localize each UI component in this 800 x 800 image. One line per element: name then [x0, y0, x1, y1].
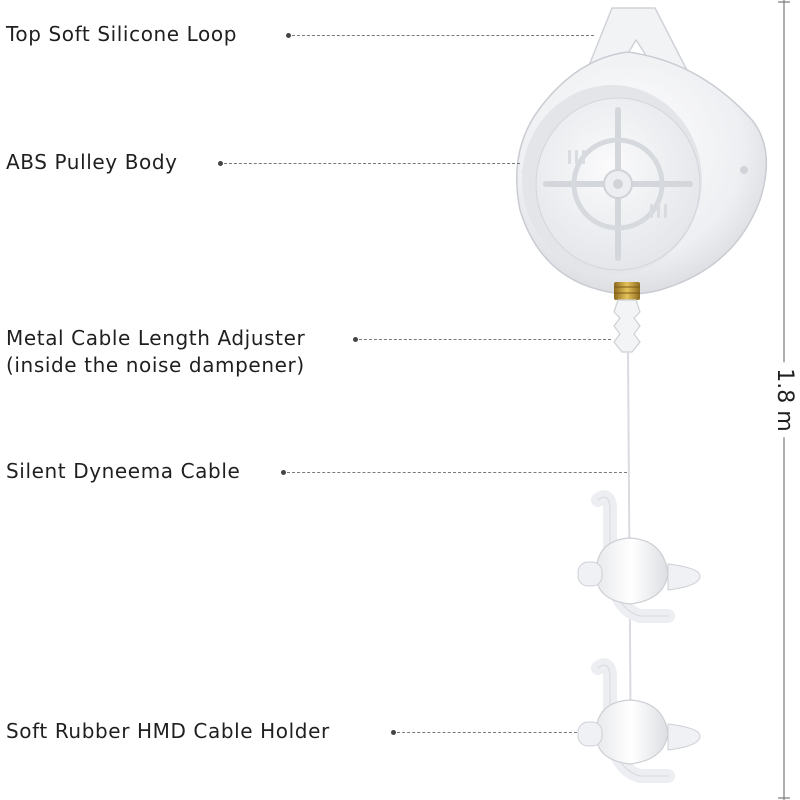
callout-dot-body	[218, 161, 223, 166]
callout-dot-adjuster	[353, 337, 358, 342]
leader-line-holder	[397, 732, 577, 733]
callout-dot-loop	[286, 33, 291, 38]
callout-cable-adjuster: Metal Cable Length Adjuster	[6, 326, 306, 350]
callout-dot-holder	[391, 730, 396, 735]
callout-silicone-loop: Top Soft Silicone Loop	[6, 22, 238, 46]
callout-pulley-body: ABS Pulley Body	[6, 150, 178, 174]
leader-line-body	[224, 163, 520, 164]
callout-cable-holder: Soft Rubber HMD Cable Holder	[6, 719, 330, 743]
callout-dot-cable	[281, 470, 286, 475]
pulley-body	[515, 51, 768, 295]
cable-adjuster	[613, 282, 641, 353]
callout-cable-adjuster-note: (inside the noise dampener)	[6, 353, 305, 377]
leader-line-cable	[287, 472, 627, 473]
cable-holder-upper	[577, 490, 701, 623]
callout-dyneema-cable: Silent Dyneema Cable	[6, 459, 241, 483]
leader-line-loop	[292, 35, 594, 36]
dimension-length-label: 1.8 m	[772, 362, 797, 438]
leader-line-adjuster	[359, 339, 611, 340]
cable-holder-lower	[577, 658, 701, 783]
